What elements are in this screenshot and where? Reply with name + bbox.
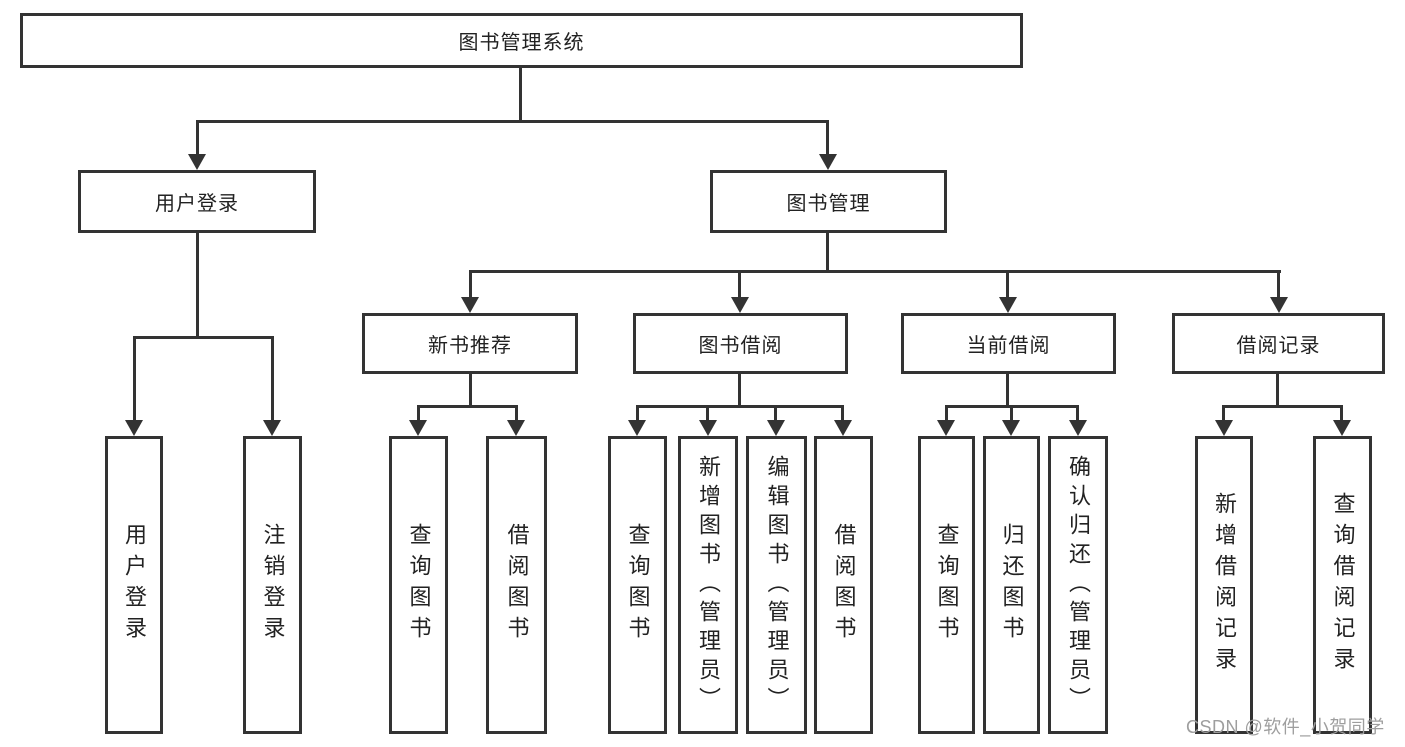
leaf-add-books-admin: 新增图书（管理员） xyxy=(678,436,738,734)
connector-line xyxy=(271,336,274,420)
node-label: 图书借阅 xyxy=(698,335,783,357)
connector-line xyxy=(1222,405,1225,420)
node-borrow-records: 借阅记录 xyxy=(1172,313,1385,374)
arrow-down-icon xyxy=(507,420,525,436)
arrow-down-icon xyxy=(1069,420,1087,436)
arrow-down-icon xyxy=(461,297,479,313)
arrow-down-icon xyxy=(731,297,749,313)
node-label: 借阅记录 xyxy=(1236,335,1321,357)
node-book-management: 图书管理 xyxy=(710,170,947,233)
connector-line xyxy=(1222,405,1343,408)
connector-line xyxy=(1006,374,1009,405)
node-label: 新书推荐 xyxy=(428,335,512,357)
connector-line xyxy=(826,120,829,156)
arrow-down-icon xyxy=(188,154,206,170)
node-label: 查询图书 xyxy=(625,523,651,647)
leaf-borrow-books-recommend: 借阅图书 xyxy=(486,436,547,734)
watermark: CSDN @软件_小贺同学 xyxy=(1186,717,1385,737)
node-label: 用户登录 xyxy=(122,523,147,647)
arrow-down-icon xyxy=(767,420,785,436)
connector-line xyxy=(1006,270,1009,298)
connector-line xyxy=(1076,405,1079,420)
leaf-user-login: 用户登录 xyxy=(105,436,163,734)
connector-line xyxy=(738,374,741,405)
arrow-down-icon xyxy=(263,420,281,436)
node-label: 借阅图书 xyxy=(504,523,530,647)
connector-line xyxy=(417,405,420,420)
arrow-down-icon xyxy=(819,154,837,170)
node-label: 当前借阅 xyxy=(966,335,1051,357)
leaf-confirm-return-admin: 确认归还（管理员） xyxy=(1048,436,1108,734)
arrow-down-icon xyxy=(409,420,427,436)
leaf-borrow-books: 借阅图书 xyxy=(814,436,873,734)
node-label: 借阅图书 xyxy=(831,523,857,647)
arrow-down-icon xyxy=(1270,297,1288,313)
node-book-borrowing: 图书借阅 xyxy=(633,313,848,374)
arrow-down-icon xyxy=(1333,420,1351,436)
node-label: 新增借阅记录 xyxy=(1212,492,1237,678)
arrow-down-icon xyxy=(999,297,1017,313)
node-label: 查询图书 xyxy=(934,523,960,647)
connector-line xyxy=(469,270,472,298)
node-system-root: 图书管理系统 xyxy=(20,13,1023,68)
connector-line xyxy=(133,336,274,339)
leaf-query-books-borrowing: 查询图书 xyxy=(608,436,667,734)
connector-line xyxy=(1010,405,1013,420)
node-new-book-recommend: 新书推荐 xyxy=(362,313,578,374)
connector-line xyxy=(196,120,829,123)
connector-line xyxy=(945,405,948,420)
node-label: 用户登录 xyxy=(155,193,239,215)
connector-line xyxy=(774,405,777,420)
arrow-down-icon xyxy=(628,420,646,436)
connector-line xyxy=(515,405,518,420)
connector-line xyxy=(1340,405,1343,420)
connector-line xyxy=(196,120,199,156)
leaf-logout: 注销登录 xyxy=(243,436,302,734)
node-label: 查询图书 xyxy=(406,523,432,647)
node-label: 图书管理系统 xyxy=(458,32,585,54)
arrow-down-icon xyxy=(937,420,955,436)
connector-line xyxy=(469,270,1281,273)
connector-line xyxy=(636,405,844,408)
arrow-down-icon xyxy=(1002,420,1020,436)
connector-line xyxy=(133,336,136,420)
arrow-down-icon xyxy=(125,420,143,436)
arrow-down-icon xyxy=(699,420,717,436)
node-current-borrowing: 当前借阅 xyxy=(901,313,1116,374)
connector-line xyxy=(738,270,741,298)
node-label: 图书管理 xyxy=(786,193,871,215)
connector-line xyxy=(841,405,844,420)
connector-line xyxy=(417,405,518,408)
leaf-query-books-recommend: 查询图书 xyxy=(389,436,448,734)
connector-line xyxy=(1276,374,1279,405)
node-label: 编辑图书（管理员） xyxy=(764,454,790,716)
leaf-add-borrow-record: 新增借阅记录 xyxy=(1195,436,1253,734)
connector-line xyxy=(469,374,472,405)
node-label: 注销登录 xyxy=(260,523,286,647)
leaf-edit-books-admin: 编辑图书（管理员） xyxy=(746,436,807,734)
leaf-return-books: 归还图书 xyxy=(983,436,1040,734)
arrow-down-icon xyxy=(1215,420,1233,436)
node-user-login: 用户登录 xyxy=(78,170,316,233)
connector-line xyxy=(706,405,709,420)
connector-line xyxy=(519,68,522,120)
arrow-down-icon xyxy=(834,420,852,436)
connector-line xyxy=(196,233,199,336)
connector-line xyxy=(1277,270,1280,298)
node-label: 确认归还（管理员） xyxy=(1066,454,1091,716)
connector-line xyxy=(636,405,639,420)
leaf-query-borrow-record: 查询借阅记录 xyxy=(1313,436,1372,734)
node-label: 归还图书 xyxy=(999,523,1025,647)
node-label: 新增图书（管理员） xyxy=(696,454,721,716)
node-label: 查询借阅记录 xyxy=(1330,492,1356,678)
leaf-query-books-current: 查询图书 xyxy=(918,436,975,734)
connector-line xyxy=(826,233,829,270)
